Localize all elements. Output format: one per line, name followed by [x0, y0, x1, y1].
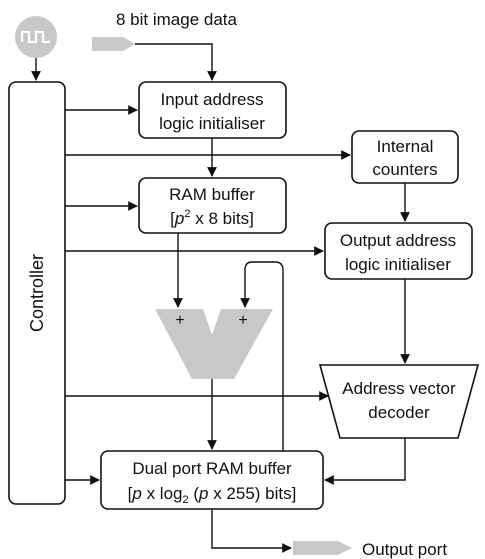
ram-buffer-line1: RAM buffer: [169, 185, 255, 204]
ram-buffer-block: RAM buffer [p2 x 8 bits]: [138, 177, 287, 234]
internal-counters-line2: counters: [372, 160, 437, 179]
controller-label: Controller: [27, 254, 47, 332]
adder-plus-left: +: [175, 312, 184, 329]
output-address-line1: Output address: [340, 231, 456, 250]
address-decoder-line2: decoder: [368, 403, 430, 422]
input-address-block: Input address logic initialiser: [138, 81, 287, 139]
output-port-label: Output port: [362, 540, 447, 559]
dual-port-ram-line2: [p x log2 (p x 255) bits]: [128, 484, 297, 506]
dual-port-ram-block: Dual port RAM buffer [p x log2 (p x 255)…: [100, 450, 324, 510]
input-port-icon: [92, 37, 135, 51]
dual-port-ram-line1: Dual port RAM buffer: [132, 459, 292, 478]
adder-block: + +: [155, 309, 273, 379]
wire-feedback-to-adder: [240, 261, 284, 451]
input-data-label: 8 bit image data: [116, 10, 238, 29]
address-decoder-block: Address vector decoder: [318, 364, 480, 439]
internal-counters-block: Internal counters: [351, 130, 459, 184]
wire-dual-ram-to-output: [211, 509, 292, 553]
output-port-icon: [293, 541, 352, 555]
adder-plus-right: +: [238, 312, 247, 329]
clock-icon: [15, 16, 57, 58]
controller-block: Controller: [8, 81, 66, 505]
output-address-block: Output address logic initialiser: [324, 222, 473, 280]
input-address-line1: Input address: [160, 90, 263, 109]
input-address-line2: logic initialiser: [159, 114, 265, 133]
internal-counters-line1: Internal: [377, 137, 434, 156]
address-decoder-line1: Address vector: [342, 379, 456, 398]
output-address-line2: logic initialiser: [345, 255, 451, 274]
input-data-wire: [135, 43, 217, 81]
ram-buffer-line2: [p2 x 8 bits]: [170, 208, 254, 228]
wire-decoder-to-dual-ram: [324, 438, 406, 485]
